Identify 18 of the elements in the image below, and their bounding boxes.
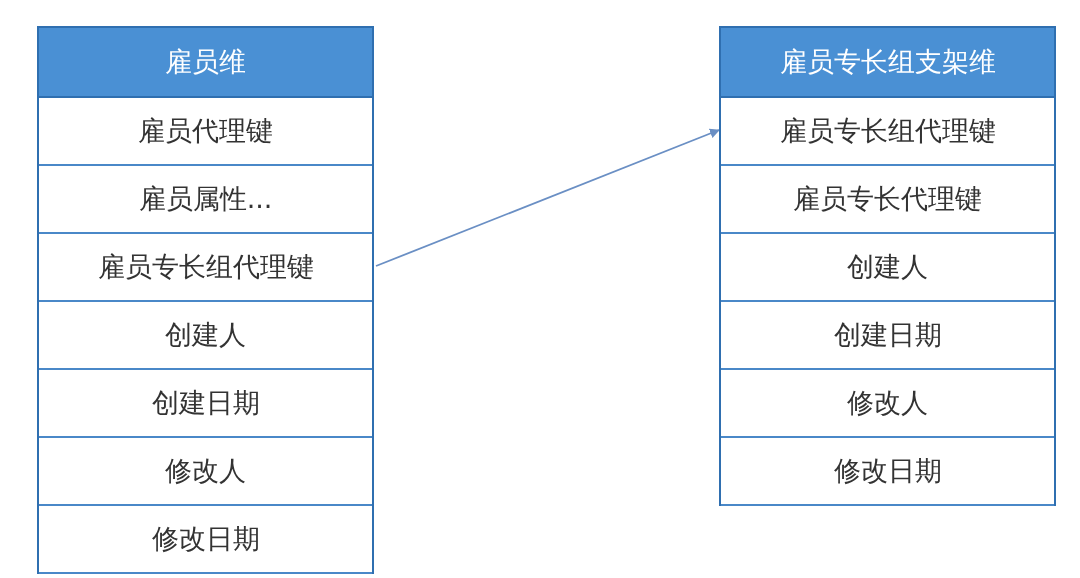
field-row: 创建人 [39, 302, 372, 370]
field-row: 创建人 [721, 234, 1054, 302]
dimension-table [719, 26, 1056, 506]
field-row: 修改人 [39, 438, 372, 506]
field-row: 雇员专长代理键 [721, 166, 1054, 234]
field-row: 修改人 [721, 370, 1054, 438]
field-row: 创建日期 [39, 370, 372, 438]
field-row: 雇员属性... [39, 166, 372, 234]
field-row: 修改日期 [39, 506, 372, 574]
field-row: 创建日期 [721, 302, 1054, 370]
field-row: 雇员专长组代理键 [721, 98, 1054, 166]
field-row: 修改日期 [721, 438, 1054, 506]
arrow [375, 128, 720, 267]
table-header: 雇员维 [39, 28, 372, 98]
field-row: 雇员代理键 [39, 98, 372, 166]
dimension-table [37, 26, 374, 574]
field-row: 雇员专长组代理键 [39, 234, 372, 302]
table-header: 雇员专长组支架维 [721, 28, 1054, 98]
